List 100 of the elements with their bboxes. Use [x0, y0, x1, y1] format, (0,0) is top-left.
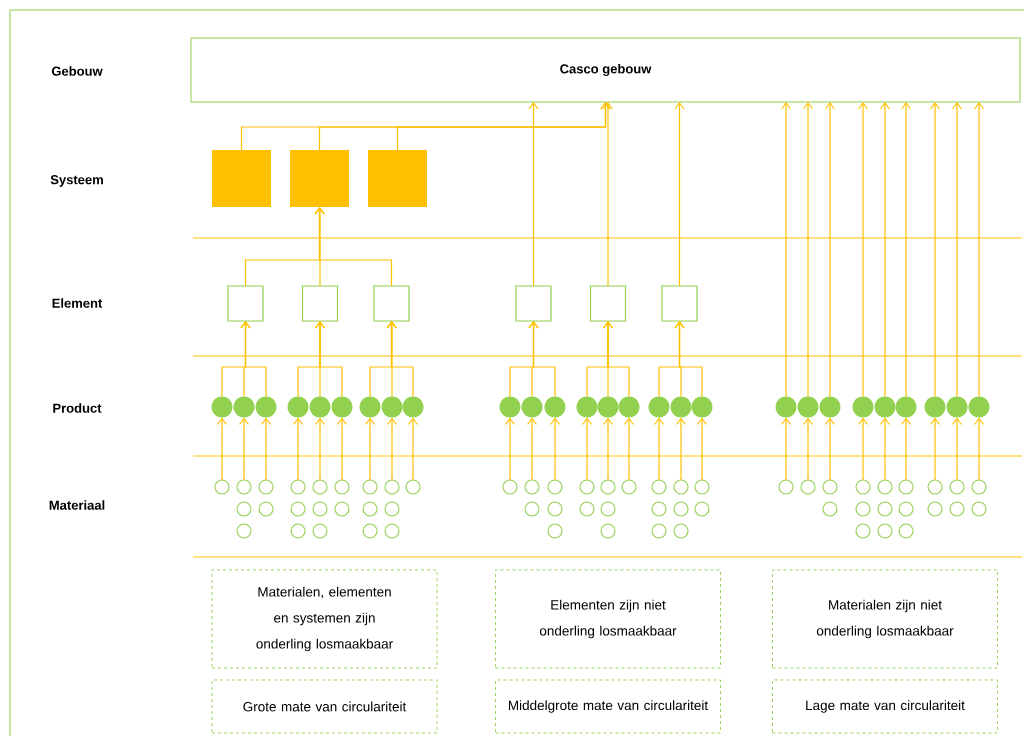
material-circle: [855, 479, 871, 495]
product-dot: [968, 396, 990, 418]
material-circle: [384, 479, 400, 495]
arrow: [602, 417, 614, 481]
product-dot: [576, 396, 598, 418]
material-circle: [898, 479, 914, 495]
product-dot: [287, 396, 309, 418]
arrow: [780, 102, 792, 398]
material-circle: [621, 479, 637, 495]
arrow: [314, 417, 326, 481]
material-circle: [384, 501, 400, 517]
material-circle: [334, 479, 350, 495]
material-circle: [673, 523, 689, 539]
arrow: [526, 417, 538, 481]
product-dot: [331, 396, 353, 418]
arrow: [900, 417, 912, 481]
material-circle: [600, 523, 616, 539]
product-dot: [618, 396, 640, 418]
arrow: [396, 102, 611, 151]
arrow: [407, 417, 419, 481]
arrow: [929, 102, 941, 398]
row-label: Product: [53, 403, 102, 413]
building-box: Casco gebouw: [190, 37, 1021, 103]
material-circle: [927, 479, 943, 495]
product-dot: [670, 396, 692, 418]
product-dot: [309, 396, 331, 418]
material-circle: [927, 501, 943, 517]
material-circle: [290, 501, 306, 517]
material-circle: [694, 501, 710, 517]
arrow: [780, 417, 792, 481]
arrow: [386, 321, 414, 398]
system-square: [368, 150, 427, 207]
material-circle: [800, 479, 816, 495]
note-box: Materialen zijn niet onderling losmaakbaar: [772, 569, 998, 669]
arrow: [674, 321, 703, 398]
material-circle: [651, 501, 667, 517]
material-circle: [877, 479, 893, 495]
material-circle: [334, 501, 350, 517]
material-circle: [362, 523, 378, 539]
material-circle: [547, 479, 563, 495]
material-circle: [822, 479, 838, 495]
system-square: [290, 150, 349, 207]
material-circle: [971, 501, 987, 517]
element-square: [589, 285, 627, 322]
material-circle: [362, 501, 378, 517]
material-circle: [547, 501, 563, 517]
arrow: [824, 102, 836, 398]
material-circle: [384, 523, 400, 539]
product-dot: [597, 396, 619, 418]
product-dot: [819, 396, 841, 418]
material-circle: [579, 479, 595, 495]
product-dot: [521, 396, 543, 418]
material-circle: [547, 523, 563, 539]
row-label: Gebouw: [51, 66, 103, 76]
product-dot: [402, 396, 424, 418]
material-circle: [971, 479, 987, 495]
material-circle: [600, 501, 616, 517]
material-circle: [236, 479, 252, 495]
product-dot: [499, 396, 521, 418]
arrow: [900, 102, 912, 398]
material-circle: [312, 523, 328, 539]
arrow: [951, 102, 963, 398]
material-circle: [362, 479, 378, 495]
material-circle: [877, 523, 893, 539]
row-label: Systeem: [50, 175, 103, 187]
arrow: [973, 417, 985, 481]
material-circle: [405, 479, 421, 495]
product-dot: [544, 396, 566, 418]
arrow: [216, 417, 228, 481]
material-circle: [949, 501, 965, 517]
arrow: [260, 417, 272, 481]
material-circle: [949, 479, 965, 495]
product-dot: [648, 396, 670, 418]
material-circle: [822, 501, 838, 517]
note-box: Grote mate van circulariteit: [211, 679, 438, 734]
product-dot: [797, 396, 819, 418]
product-dot: [233, 396, 255, 418]
arrow: [292, 417, 304, 481]
arrow: [623, 417, 635, 481]
arrow: [929, 417, 941, 481]
arrow: [336, 417, 348, 481]
arrow: [857, 417, 869, 481]
arrow: [549, 417, 561, 481]
material-circle: [312, 501, 328, 517]
arrow: [802, 102, 814, 398]
arrow: [386, 417, 398, 481]
note-box: Materialen, elementen en systemen zijn onderling losmaakbaar: [211, 569, 438, 669]
product-dot: [381, 396, 403, 418]
product-dot: [852, 396, 874, 418]
material-circle: [694, 479, 710, 495]
arrow: [528, 321, 556, 398]
material-circle: [673, 501, 689, 517]
arrow: [802, 417, 814, 481]
arrow: [824, 417, 836, 481]
arrow: [951, 417, 963, 481]
material-circle: [855, 523, 871, 539]
system-square: [212, 150, 271, 207]
material-circle: [673, 479, 689, 495]
arrow: [581, 417, 593, 481]
arrow: [879, 417, 891, 481]
